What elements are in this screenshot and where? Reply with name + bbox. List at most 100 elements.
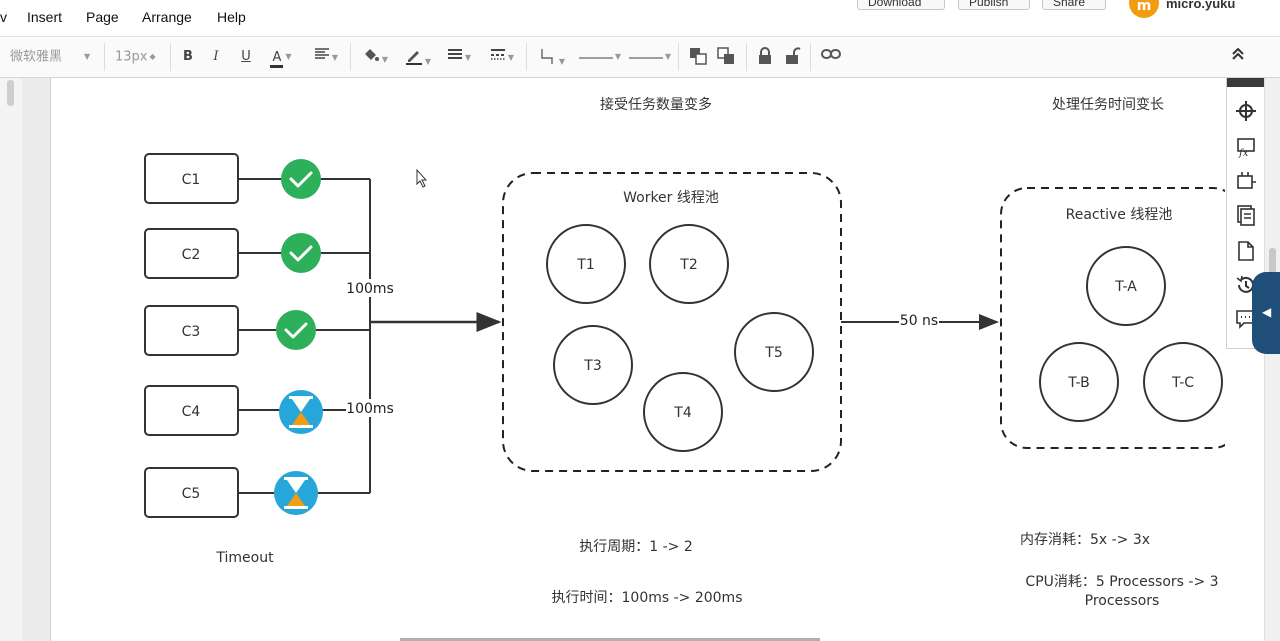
timeout-label: Timeout — [215, 550, 274, 566]
connector-style-button[interactable]: ▼ — [534, 47, 570, 67]
thread-label: T-B — [1067, 375, 1089, 391]
font-family-select[interactable]: 微软雅黑▼ — [10, 49, 91, 65]
download-button[interactable]: Download — [857, 0, 945, 10]
note-cpu: CPU消耗：5 Processors -> 3 — [1025, 574, 1218, 590]
bold-button[interactable]: B — [183, 49, 193, 64]
menu-arrange[interactable]: Arrange — [142, 9, 192, 25]
collapse-panel-tab[interactable]: ◀ — [1252, 272, 1280, 354]
delay-label: 100ms — [346, 281, 394, 297]
paint-bucket-icon — [364, 49, 379, 61]
font-color-button[interactable]: A▼ — [266, 47, 296, 68]
menu-page[interactable]: Page — [86, 9, 119, 25]
navigator-icon[interactable] — [1235, 100, 1257, 122]
reactive-pool-title: Reactive 线程池 — [1066, 207, 1173, 223]
link-button[interactable] — [820, 47, 842, 67]
line-width-icon — [447, 49, 462, 59]
mouse-cursor-icon — [416, 168, 428, 188]
font-color-icon: A — [270, 49, 284, 68]
note-cycle: 执行周期：1 -> 2 — [579, 539, 693, 555]
bring-front-button[interactable] — [688, 47, 708, 67]
thread-t4[interactable]: T4 — [643, 372, 723, 452]
reactive-thread-pool[interactable]: Reactive 线程池 — [1000, 187, 1225, 449]
elbow-connector-icon — [541, 49, 553, 64]
align-button[interactable]: ▼ — [308, 47, 344, 67]
link-icon — [821, 49, 841, 59]
font-size-stepper[interactable]: 13px◆ — [115, 49, 156, 65]
vertical-scrollbar[interactable] — [1264, 78, 1280, 641]
line-end-button[interactable]: ▼ — [628, 47, 672, 67]
menu-insert[interactable]: Insert — [27, 9, 63, 25]
line-color-button[interactable]: ▼ — [400, 47, 436, 67]
bring-to-front-icon — [690, 48, 707, 65]
format-toolbar: 微软雅黑▼ 13px◆ B I U A▼ ▼ ▼ ▼ ▼ ▼ ▼ ▼ ▼ — [0, 37, 1280, 78]
thread-label: T-C — [1171, 375, 1194, 391]
worker-pool-title: Worker 线程池 — [623, 190, 719, 206]
thread-t-b[interactable]: T-B — [1039, 342, 1119, 422]
font-size-value: 13px — [115, 49, 148, 65]
page-margin — [22, 78, 51, 641]
lock-button[interactable] — [756, 47, 774, 67]
thread-t-a[interactable]: T-A — [1086, 246, 1166, 326]
line-start-button[interactable]: ▼ — [578, 47, 622, 67]
transfer-label: 50 ns — [900, 313, 938, 329]
note-memory: 内存消耗：5x -> 3x — [1020, 532, 1150, 548]
formula-icon[interactable]: fx — [1235, 136, 1257, 158]
client-label: C5 — [182, 486, 201, 502]
line-width-button[interactable]: ▼ — [442, 47, 476, 67]
double-chevron-up-icon — [1232, 47, 1244, 60]
font-family-value: 微软雅黑 — [10, 49, 63, 65]
thread-t2[interactable]: T2 — [649, 224, 729, 304]
label-longer-processing: 处理任务时间变长 — [1052, 97, 1164, 113]
underline-button[interactable]: U — [241, 49, 251, 64]
hourglass-icon — [274, 471, 318, 515]
thread-label: T5 — [764, 345, 782, 361]
check-icon — [276, 310, 316, 350]
thread-t1[interactable]: T1 — [546, 224, 626, 304]
send-back-button[interactable] — [716, 47, 736, 67]
left-panel — [0, 78, 23, 641]
send-to-back-icon — [717, 47, 734, 64]
fill-color-button[interactable]: ▼ — [358, 47, 392, 67]
client-c2[interactable]: C2 — [144, 228, 239, 279]
client-c3[interactable]: C3 — [144, 305, 239, 356]
menu-view[interactable]: v — [0, 9, 7, 25]
thread-t5[interactable]: T5 — [734, 312, 814, 392]
client-label: C2 — [182, 247, 201, 263]
align-left-icon — [314, 48, 329, 59]
line-start-icon — [578, 56, 613, 59]
publish-button[interactable]: Publish — [958, 0, 1030, 10]
avatar[interactable]: m — [1129, 0, 1159, 18]
check-icon — [281, 233, 321, 273]
menu-help[interactable]: Help — [217, 9, 246, 25]
client-label: C3 — [182, 324, 201, 340]
thread-t3[interactable]: T3 — [553, 325, 633, 405]
italic-button[interactable]: I — [213, 49, 219, 64]
client-c1[interactable]: C1 — [144, 153, 239, 204]
horizontal-scrollbar[interactable] — [400, 638, 820, 641]
client-label: C4 — [182, 404, 201, 420]
thread-label: T4 — [673, 405, 692, 421]
worker-thread-pool[interactable]: Worker 线程池 — [502, 172, 842, 472]
pen-icon — [405, 51, 422, 65]
page-setup-icon[interactable] — [1235, 170, 1257, 192]
lock-icon — [759, 47, 771, 64]
share-button[interactable]: Share — [1042, 0, 1106, 10]
thread-label: T-A — [1114, 279, 1137, 295]
line-style-button[interactable]: ▼ — [484, 47, 520, 67]
pages-icon[interactable] — [1235, 204, 1257, 226]
drawing-canvas[interactable]: 接受任务数量变多 处理任务时间变长 C1 C2 C3 C4 C5 — [51, 78, 1225, 641]
thread-t-c[interactable]: T-C — [1143, 342, 1223, 422]
unlock-button[interactable] — [784, 47, 802, 67]
client-c4[interactable]: C4 — [144, 385, 239, 436]
check-icon — [281, 159, 321, 199]
svg-text:fx: fx — [1238, 148, 1249, 158]
thread-label: T2 — [679, 257, 697, 273]
left-scrollbar-thumb[interactable] — [7, 80, 14, 106]
thread-label: T1 — [576, 257, 594, 273]
client-c5[interactable]: C5 — [144, 467, 239, 518]
document-icon[interactable] — [1235, 240, 1257, 262]
collapse-toolbar-button[interactable] — [1228, 47, 1248, 67]
chevron-left-icon: ◀ — [1262, 305, 1272, 319]
hourglass-icon — [279, 390, 323, 434]
username[interactable]: micro.yuku — [1166, 0, 1236, 11]
